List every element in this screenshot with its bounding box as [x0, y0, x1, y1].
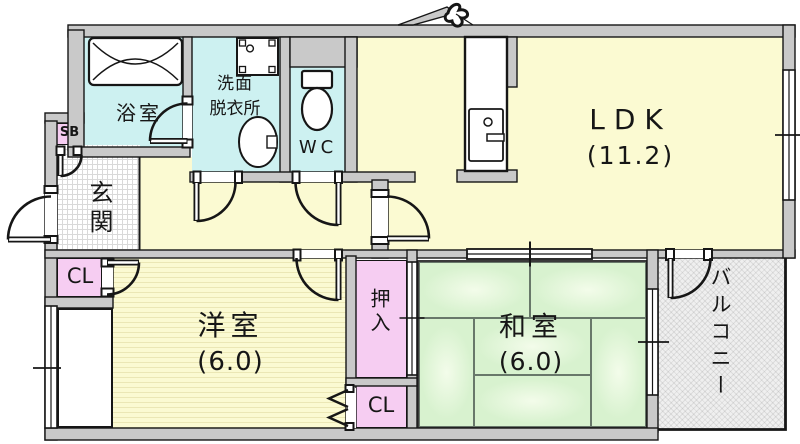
tatami-mat — [474, 318, 591, 375]
washer-pan-icon — [236, 37, 279, 76]
tatami-mat — [591, 318, 646, 427]
tatami-mat — [530, 262, 646, 318]
door-arcs — [6, 102, 712, 428]
ldk-size-label: (11.2) — [586, 141, 675, 170]
western-room-size-label: (6.0) — [197, 347, 264, 377]
closet-west-label: CL — [66, 264, 94, 288]
tatami-mat — [419, 262, 530, 318]
wash-basin-icon — [238, 116, 278, 168]
washroom-label-line1: 洗面 — [217, 74, 253, 94]
oshiire-label: 押入 — [367, 288, 391, 336]
washroom-label-line2: 脱衣所 — [209, 99, 261, 119]
ldk-label: LDK — [589, 103, 672, 136]
western-room-label: 洋室 — [197, 309, 264, 342]
balcony-fence — [658, 258, 787, 431]
ldk-japanese-sliding-door — [466, 241, 593, 267]
kitchen-sink-icon — [463, 35, 509, 173]
oshiire-sliding-door — [399, 261, 425, 376]
windows — [33, 69, 800, 429]
balcony-label: バルコニー — [708, 266, 732, 401]
balcony-floor — [658, 258, 786, 430]
tatami-mat — [474, 375, 591, 427]
closet-south-label: CL — [367, 393, 395, 417]
japanese-room-window — [638, 288, 669, 396]
bathroom-label: 浴室 — [116, 101, 162, 125]
folding-door — [326, 388, 349, 428]
door-leaves — [8, 138, 674, 300]
japanese-room-label: 和室 — [499, 312, 563, 343]
east-window — [775, 69, 800, 201]
door-openings — [45, 104, 712, 428]
entrance-label: 玄関 — [85, 180, 113, 238]
ldk-floor — [357, 37, 783, 250]
entry-door-icon — [397, 2, 474, 28]
bathtub-icon — [87, 36, 184, 87]
toilet-icon — [300, 69, 334, 132]
japanese-room-size-label: (6.0) — [498, 347, 564, 376]
fixtures — [87, 2, 787, 431]
shoe-box-label: SB — [59, 125, 80, 140]
tatami-mat — [419, 318, 474, 427]
entrance-tile — [57, 145, 140, 250]
wc-label: WC — [298, 137, 338, 158]
west-window — [33, 305, 61, 429]
tatami-area — [417, 260, 648, 429]
